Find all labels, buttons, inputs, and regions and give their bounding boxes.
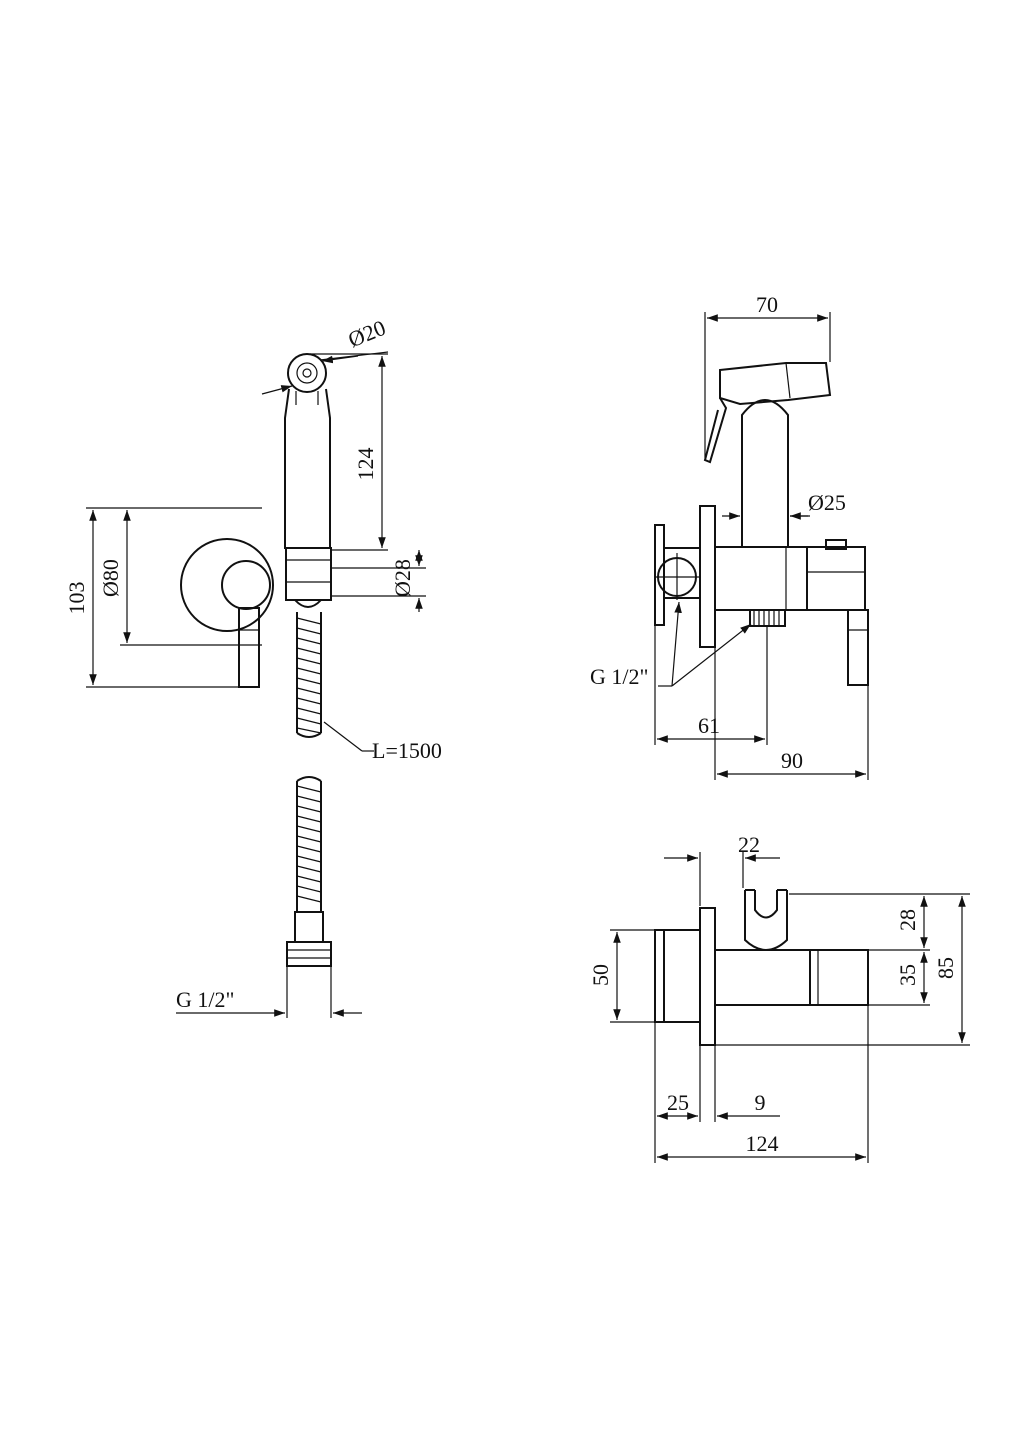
top-wall-plate: [699, 907, 716, 1046]
dim-top-overall-height: 85: [933, 957, 958, 979]
dim-hose-length: L=1500: [372, 738, 442, 763]
wall-flange-circle: [180, 538, 274, 632]
valve-body: [715, 546, 808, 611]
dim-holder-height: 28: [895, 909, 920, 931]
sprayer-stem: [741, 399, 789, 547]
sprayer-nozzle-inner: [296, 362, 318, 384]
side-view: 70 Ø25 G 1/2" 61 90: [590, 292, 869, 780]
flange-plate: [654, 524, 665, 626]
dim-flange-diameter: Ø80: [98, 559, 123, 597]
dim-overall-depth: 90: [781, 748, 803, 773]
dim-top-overall-width: 124: [746, 1131, 779, 1156]
dim-plate-thickness: 9: [755, 1090, 766, 1115]
hose-nut: [286, 941, 332, 967]
front-view: Ø20 124 Ø28 Ø80 103 L=1500 G 1/2": [64, 315, 442, 1018]
top-flange-block: [654, 929, 701, 1023]
sprayer-trigger: [703, 397, 728, 464]
top-valve-cartridge: [809, 949, 869, 1006]
side-lever: [847, 609, 869, 686]
holder-bracket: [285, 547, 332, 601]
valve-cartridge: [806, 546, 866, 611]
sprayer-head: [719, 362, 832, 406]
top-view: 22 28 35 85 50 25 9 124: [588, 832, 970, 1163]
sprayer-nozzle-outer: [287, 353, 327, 393]
hose-lower: [294, 776, 324, 943]
dim-holder-diameter: Ø28: [390, 559, 415, 597]
dim-overall-height: 103: [64, 582, 89, 615]
top-valve-body: [714, 949, 811, 1006]
dim-holder-offset: 22: [738, 832, 760, 857]
dim-flange-depth: 25: [667, 1090, 689, 1115]
valve-body-circle: [221, 560, 271, 610]
dim-cartridge-height: 35: [895, 964, 920, 986]
dim-nozzle-diameter: Ø20: [345, 315, 389, 352]
wall-plate: [699, 505, 716, 648]
hose-upper: [296, 612, 322, 738]
outlet-thread: [749, 609, 786, 627]
sprayer-body: [284, 388, 331, 549]
dim-sprayer-height: 124: [353, 448, 378, 481]
dim-head-width: 70: [756, 292, 778, 317]
dim-stem-diameter: Ø25: [808, 490, 846, 515]
dim-flange-height: 50: [588, 964, 613, 986]
lever-handle: [238, 607, 260, 688]
top-holder-bracket: [744, 890, 788, 951]
dim-inlet-thread: G 1/2": [590, 664, 648, 689]
dim-hose-thread: G 1/2": [176, 987, 234, 1012]
dim-inlet-depth: 61: [698, 713, 720, 738]
